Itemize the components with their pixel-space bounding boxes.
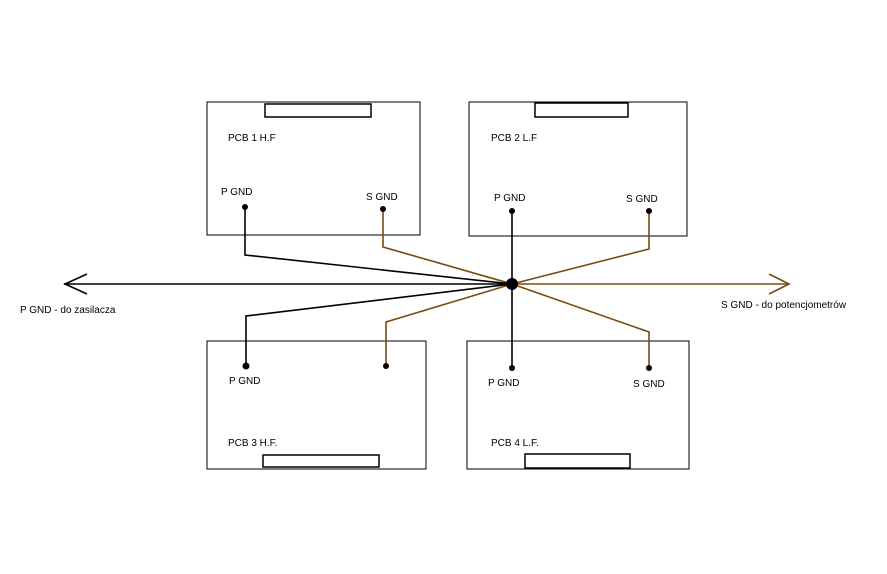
s-wire-pcb3: [385, 283, 513, 366]
s-gnd-wires: [382, 209, 791, 368]
right-arrow-head: [768, 273, 791, 295]
pcb1-board: PCB 1 H.F P GND S GND: [206, 101, 421, 236]
terminals: [242, 204, 652, 371]
pcb3-title: PCB 3 H.F.: [228, 438, 277, 449]
pcb4-s-terminal: [646, 365, 652, 371]
pcb1-s-gnd-label: S GND: [366, 192, 398, 203]
pcb4-board: PCB 4 L.F. P GND S GND: [466, 340, 690, 470]
pcb3-board: PCB 3 H.F. P GND: [206, 340, 427, 470]
pcb2-connector: [534, 102, 629, 118]
pcb3-s-terminal: [383, 363, 389, 369]
left-arrow-label: P GND - do zasilacza: [20, 305, 116, 316]
pcb1-title: PCB 1 H.F: [228, 133, 276, 144]
left-arrow-head: [63, 273, 88, 295]
pcb2-p-terminal: [509, 208, 515, 214]
s-wire-pcb1: [382, 209, 513, 285]
pcb1-p-terminal: [242, 204, 248, 210]
pcb2-p-gnd-label: P GND: [494, 193, 526, 204]
p-gnd-wires: [63, 207, 513, 368]
s-wire-pcb2: [511, 211, 650, 285]
pcb4-title: PCB 4 L.F.: [491, 438, 539, 449]
pcb4-s-gnd-label: S GND: [633, 379, 665, 390]
pcb3-p-gnd-label: P GND: [229, 376, 261, 387]
pcb4-connector: [524, 453, 631, 469]
s-wire-pcb4: [511, 283, 650, 368]
pcb4-p-terminal: [509, 365, 515, 371]
pcb3-connector: [262, 454, 380, 468]
star-ground-node: [506, 278, 518, 290]
pcb3-p-terminal: [242, 362, 250, 370]
p-wire-pcb1: [244, 207, 513, 285]
pcb1-s-terminal: [380, 206, 386, 212]
pcb1-p-gnd-label: P GND: [221, 187, 253, 198]
pcb2-s-terminal: [646, 208, 652, 214]
pcb2-board: PCB 2 L.F P GND S GND: [468, 101, 688, 237]
pcb4-p-gnd-label: P GND: [488, 378, 520, 389]
pcb2-title: PCB 2 L.F: [491, 133, 537, 144]
p-wire-pcb3: [245, 283, 513, 366]
pcb1-connector: [264, 103, 372, 118]
pcb2-s-gnd-label: S GND: [626, 194, 658, 205]
right-arrow-label: S GND - do potencjometrów: [721, 300, 847, 311]
